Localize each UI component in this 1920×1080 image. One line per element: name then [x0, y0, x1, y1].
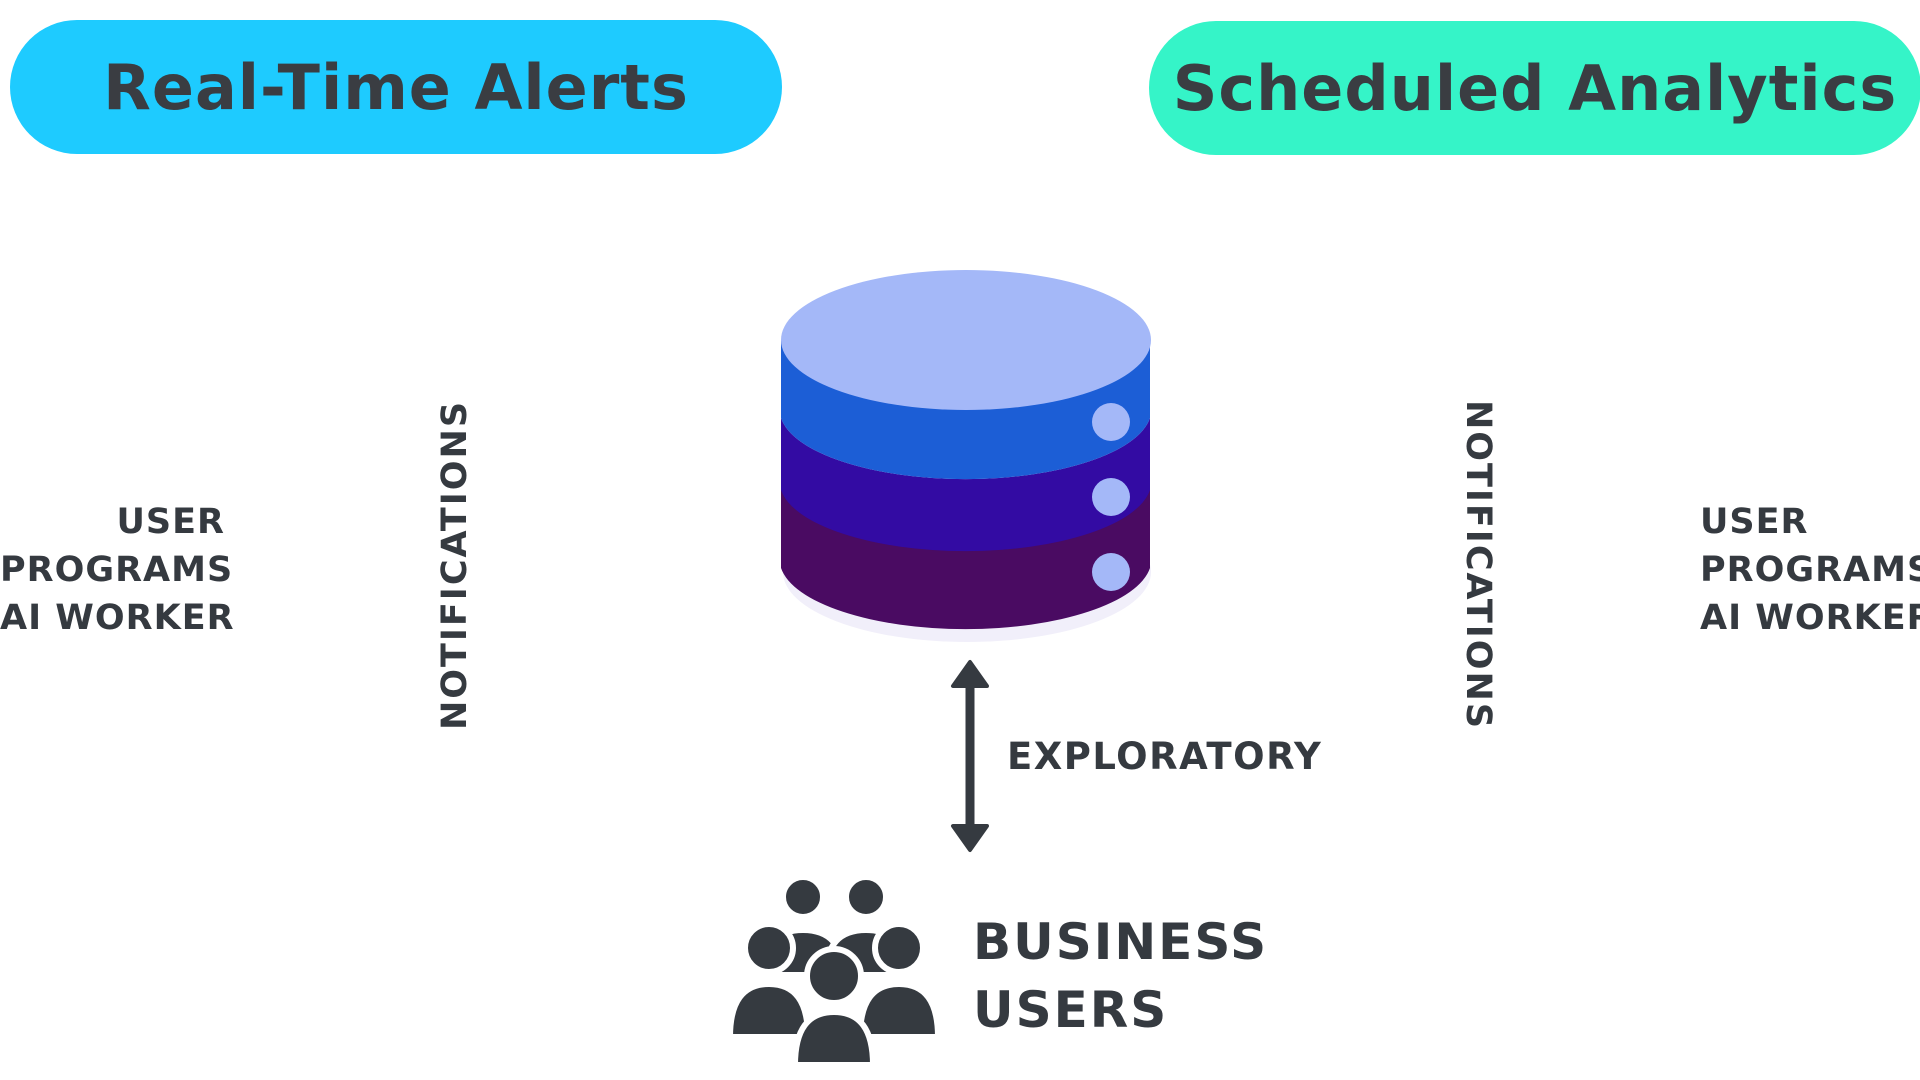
business-users-line-1: BUSINESS — [973, 913, 1269, 971]
left-consumer-list: USER PROGRAMS AI WORKER — [0, 498, 235, 642]
scheduled-analytics-label: Scheduled Analytics — [1172, 51, 1898, 125]
database-indicator-1 — [1092, 403, 1130, 441]
database-icon — [781, 270, 1151, 642]
left-list-user: USER — [116, 502, 225, 542]
realtime-alerts-label: Real-Time Alerts — [103, 50, 689, 124]
database-layer-middle — [781, 418, 1150, 552]
realtime-alerts-header: Real-Time Alerts — [10, 20, 782, 154]
database-indicator-3 — [1092, 553, 1130, 591]
right-list-programs: PROGRAMS — [1700, 550, 1920, 590]
right-list-ai-worker: AI WORKER — [1700, 598, 1920, 638]
scheduled-analytics-header: Scheduled Analytics — [1149, 21, 1920, 155]
business-users-line-2: USERS — [973, 981, 1169, 1039]
left-list-programs: PROGRAMS — [0, 550, 234, 590]
right-consumer-list: USER PROGRAMS AI WORKER — [1700, 498, 1920, 642]
database-top-surface — [781, 270, 1151, 410]
right-list-user: USER — [1700, 502, 1809, 542]
exploratory-label: EXPLORATORY — [1007, 735, 1323, 778]
bidirectional-arrow-icon — [951, 660, 989, 852]
database-indicator-2 — [1092, 478, 1130, 516]
business-users-label: BUSINESS USERS — [973, 908, 1268, 1044]
people-group-icon — [726, 874, 942, 1068]
left-list-ai-worker: AI WORKER — [0, 598, 235, 638]
database-layer-bottom — [781, 488, 1150, 630]
